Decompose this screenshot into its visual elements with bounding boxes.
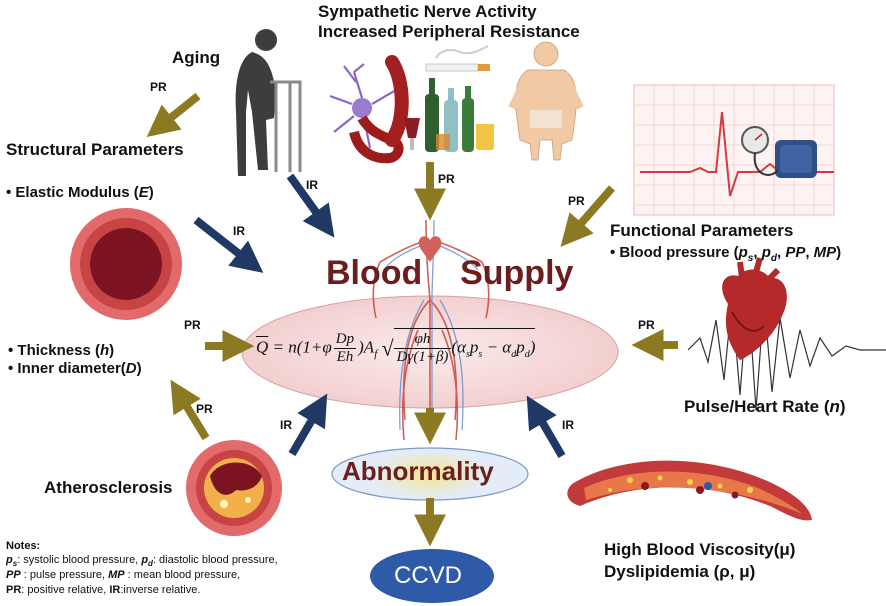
- pr-label-pulse: PR: [638, 318, 655, 332]
- high-blood-viscosity-label: High Blood Viscosity(μ): [604, 540, 796, 559]
- elastic-modulus-label: • Elastic Modulus (E): [6, 184, 154, 201]
- thickness-label: • Thickness (h): [8, 342, 115, 359]
- structural-parameters-label: Structural Parameters: [6, 140, 184, 159]
- header-line-2: Increased Peripheral Resistance: [318, 22, 580, 41]
- blood-pressure-label: • Blood pressure (ps, pd, PP, MP): [610, 244, 842, 264]
- ir-label-aging: IR: [306, 178, 318, 192]
- atherosclerosis-label: Atherosclerosis: [44, 478, 173, 497]
- ecg-monitor-icon: [633, 84, 835, 216]
- abnormality-label: Abnormality: [342, 456, 494, 486]
- elderly-person-icon: [235, 29, 302, 176]
- blood-vessel-icon: [567, 460, 812, 521]
- header-line-1: Sympathetic Nerve Activity: [318, 2, 537, 21]
- pr-label-aging: PR: [150, 80, 167, 94]
- pr-label-thickness: PR: [184, 318, 201, 332]
- pr-label-athero: PR: [196, 402, 213, 416]
- ccvd-ellipse: [370, 549, 494, 603]
- artery-cross-section-icon: [70, 208, 182, 320]
- circulatory-system-icon: [372, 219, 490, 441]
- pulse-heart-rate-label: Pulse/Heart Rate (n): [684, 397, 846, 416]
- ir-label-athero: IR: [280, 418, 292, 432]
- inner-diameter-label: • Inner diameter(D): [8, 360, 142, 377]
- pr-label-functional: PR: [568, 194, 585, 208]
- aging-label: Aging: [172, 48, 221, 67]
- cigarette-icon: [425, 45, 490, 72]
- positive-relation-arrows: [146, 92, 678, 547]
- ir-label-viscosity: IR: [562, 418, 574, 432]
- notes-line-2: PP : pulse pressure, MP : mean blood pre…: [6, 569, 241, 581]
- notes-line-1: ps: systolic blood pressure, pd: diastol…: [6, 554, 278, 569]
- ccvd-label: CCVD: [394, 562, 463, 589]
- inverse-relation-arrows: [193, 173, 566, 459]
- plaque-artery-icon: [186, 440, 282, 536]
- dyslipidemia-label: Dyslipidemia (ρ, μ): [604, 562, 756, 581]
- notes-line-3: PR: positive relative, IR:inverse relati…: [6, 584, 201, 596]
- neuron-icon: [329, 55, 409, 164]
- alcohol-bottles-icon: [404, 78, 494, 152]
- ir-label-elastic: IR: [233, 224, 245, 238]
- obese-person-icon: [508, 41, 584, 161]
- heart-icon: [722, 257, 787, 360]
- pulse-wave-icon: [687, 289, 886, 411]
- notes-title: Notes:: [6, 540, 41, 552]
- blood-supply-title: Blood Supply: [326, 254, 574, 292]
- functional-parameters-label: Functional Parameters: [610, 221, 794, 240]
- pr-label-sympathetic: PR: [438, 172, 455, 186]
